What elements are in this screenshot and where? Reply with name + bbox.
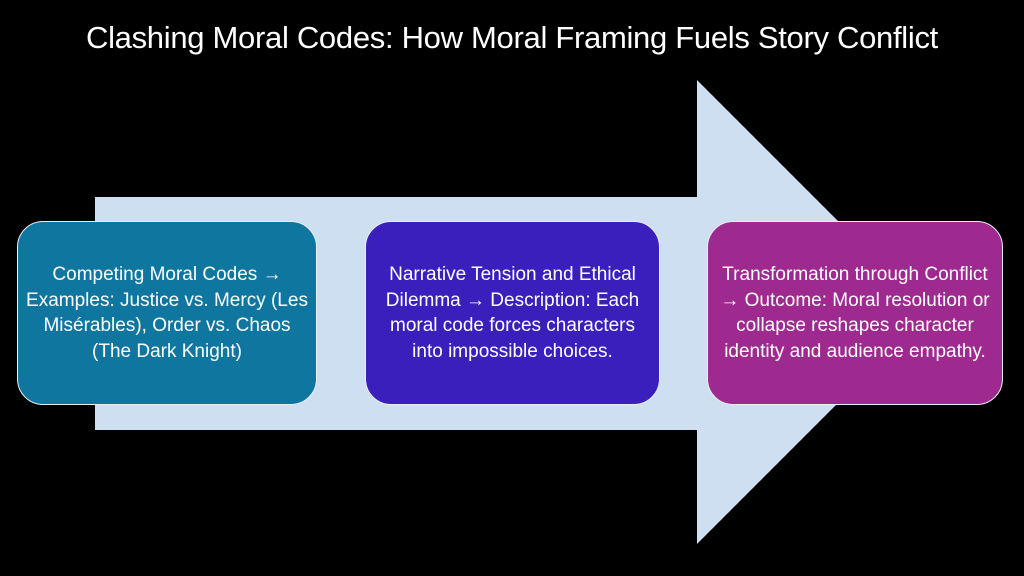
step-box-narrative-tension: Narrative Tension and Ethical Dilemma → …	[365, 221, 660, 405]
step-text: Competing Moral Codes → Examples: Justic…	[26, 264, 308, 362]
step-box-competing-moral-codes: Competing Moral Codes → Examples: Justic…	[17, 221, 317, 405]
slide-title: Clashing Moral Codes: How Moral Framing …	[85, 20, 938, 55]
step-text: Transformation through Conflict → Outcom…	[720, 264, 990, 362]
step-box-transformation: Transformation through Conflict → Outcom…	[707, 221, 1003, 405]
step-text: Narrative Tension and Ethical Dilemma → …	[385, 264, 640, 362]
